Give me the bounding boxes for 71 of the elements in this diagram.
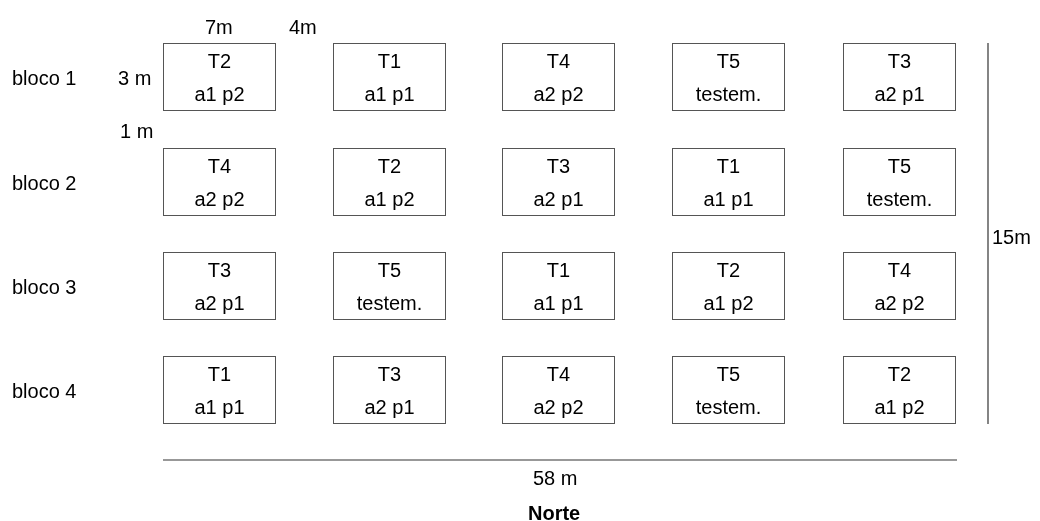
plot-box [672, 148, 785, 216]
treatment-description: a1 p1 [703, 187, 754, 210]
treatment-description: a2 p1 [194, 291, 245, 314]
plot-box [672, 252, 785, 320]
plot-box [502, 43, 615, 111]
treatment-label: T3 [207, 258, 232, 281]
treatment-description: a1 p2 [703, 291, 754, 314]
treatment-label: T5 [377, 258, 402, 281]
plot-box [843, 43, 956, 111]
treatment-description: a1 p1 [533, 291, 584, 314]
plot-box [333, 148, 446, 216]
plot-box [672, 356, 785, 424]
plot-box [843, 356, 956, 424]
treatment-description: a2 p1 [533, 187, 584, 210]
plot-box [333, 252, 446, 320]
dimension-label: 7m [205, 16, 233, 38]
treatment-description: a2 p2 [874, 291, 925, 314]
treatment-label: T1 [377, 49, 402, 72]
treatment-label: T3 [377, 362, 402, 385]
treatment-label: T1 [546, 258, 571, 281]
treatment-label: T2 [887, 362, 912, 385]
plot-box [502, 356, 615, 424]
treatment-label: T4 [887, 258, 912, 281]
treatment-description: testem. [866, 187, 933, 210]
treatment-description: a1 p2 [874, 395, 925, 418]
treatment-description: testem. [695, 395, 762, 418]
plot-box [333, 356, 446, 424]
treatment-description: a1 p1 [194, 395, 245, 418]
treatment-description: a1 p2 [194, 82, 245, 105]
plot-box [163, 356, 276, 424]
treatment-description: a1 p1 [364, 82, 415, 105]
plot-box [163, 43, 276, 111]
plot-box [163, 148, 276, 216]
treatment-label: T5 [716, 49, 741, 72]
treatment-label: T1 [716, 154, 741, 177]
block-label: bloco 3 [12, 276, 77, 298]
dimension-label: 4m [289, 16, 317, 38]
plot-box [163, 252, 276, 320]
treatment-description: testem. [695, 82, 762, 105]
treatment-label: T2 [377, 154, 402, 177]
block-label: bloco 1 [12, 67, 77, 89]
treatment-label: T4 [546, 49, 571, 72]
plot-box [843, 148, 956, 216]
block-label: bloco 4 [12, 380, 77, 402]
plot-box [333, 43, 446, 111]
treatment-label: T4 [546, 362, 571, 385]
plot-box [502, 148, 615, 216]
treatment-label: T2 [716, 258, 741, 281]
treatment-label: T3 [887, 49, 912, 72]
plot-box [843, 252, 956, 320]
plot-box [502, 252, 615, 320]
treatment-label: T5 [716, 362, 741, 385]
treatment-description: a2 p2 [533, 82, 584, 105]
dimension-label: 1 m [120, 120, 154, 142]
dimension-label: 3 m [118, 67, 152, 89]
treatment-label: T5 [887, 154, 912, 177]
treatment-description: a2 p2 [194, 187, 245, 210]
treatment-description: a2 p1 [874, 82, 925, 105]
treatment-description: testem. [356, 291, 423, 314]
block-label: bloco 2 [12, 172, 77, 194]
treatment-description: a2 p1 [364, 395, 415, 418]
treatment-description: a2 p2 [533, 395, 584, 418]
treatment-label: T1 [207, 362, 232, 385]
direction-label: Norte [528, 502, 581, 521]
dimension-label: 15m [992, 226, 1031, 248]
treatment-label: T3 [546, 154, 571, 177]
treatment-label: T2 [207, 49, 232, 72]
plot-box [672, 43, 785, 111]
dimension-label: 58 m [533, 467, 578, 489]
treatment-description: a1 p2 [364, 187, 415, 210]
treatment-label: T4 [207, 154, 232, 177]
